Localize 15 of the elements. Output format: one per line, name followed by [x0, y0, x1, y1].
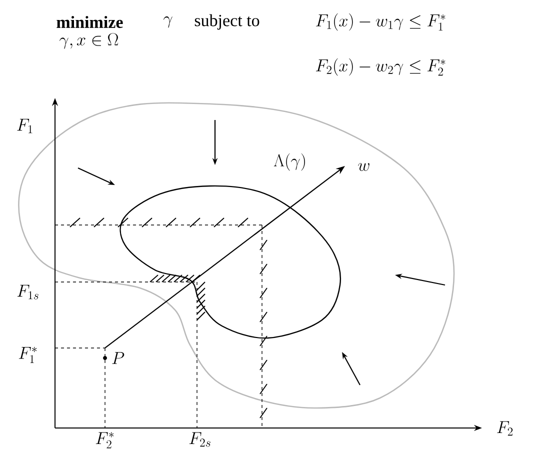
- math-label: $\gamma$: [164, 16, 172, 28]
- tick-label: $F_2^*$: [96, 432, 114, 448]
- curve-label: $\Lambda(\gamma)$: [274, 153, 305, 171]
- constraint-formula: $F_2(x) - w_2\gamma \le F_2^*$: [316, 58, 446, 76]
- tick-label: $F_1^*$: [18, 346, 37, 364]
- tick-label: $F_{2s}$: [189, 432, 210, 447]
- math-label: $\gamma, x \in \Omega$: [60, 33, 118, 49]
- constraint-formula: $F_1(x) - w_1\gamma \le F_1^*$: [316, 13, 446, 31]
- axis-label: $F_2$: [497, 421, 513, 436]
- tick-label: $F_{1s}$: [17, 284, 38, 300]
- vector-label: $w$: [358, 163, 370, 171]
- axis-label: $F_1$: [17, 118, 32, 134]
- math-text: subject to: [194, 14, 260, 30]
- point-label: $P$: [112, 352, 124, 364]
- math-text: minimize: [56, 16, 123, 28]
